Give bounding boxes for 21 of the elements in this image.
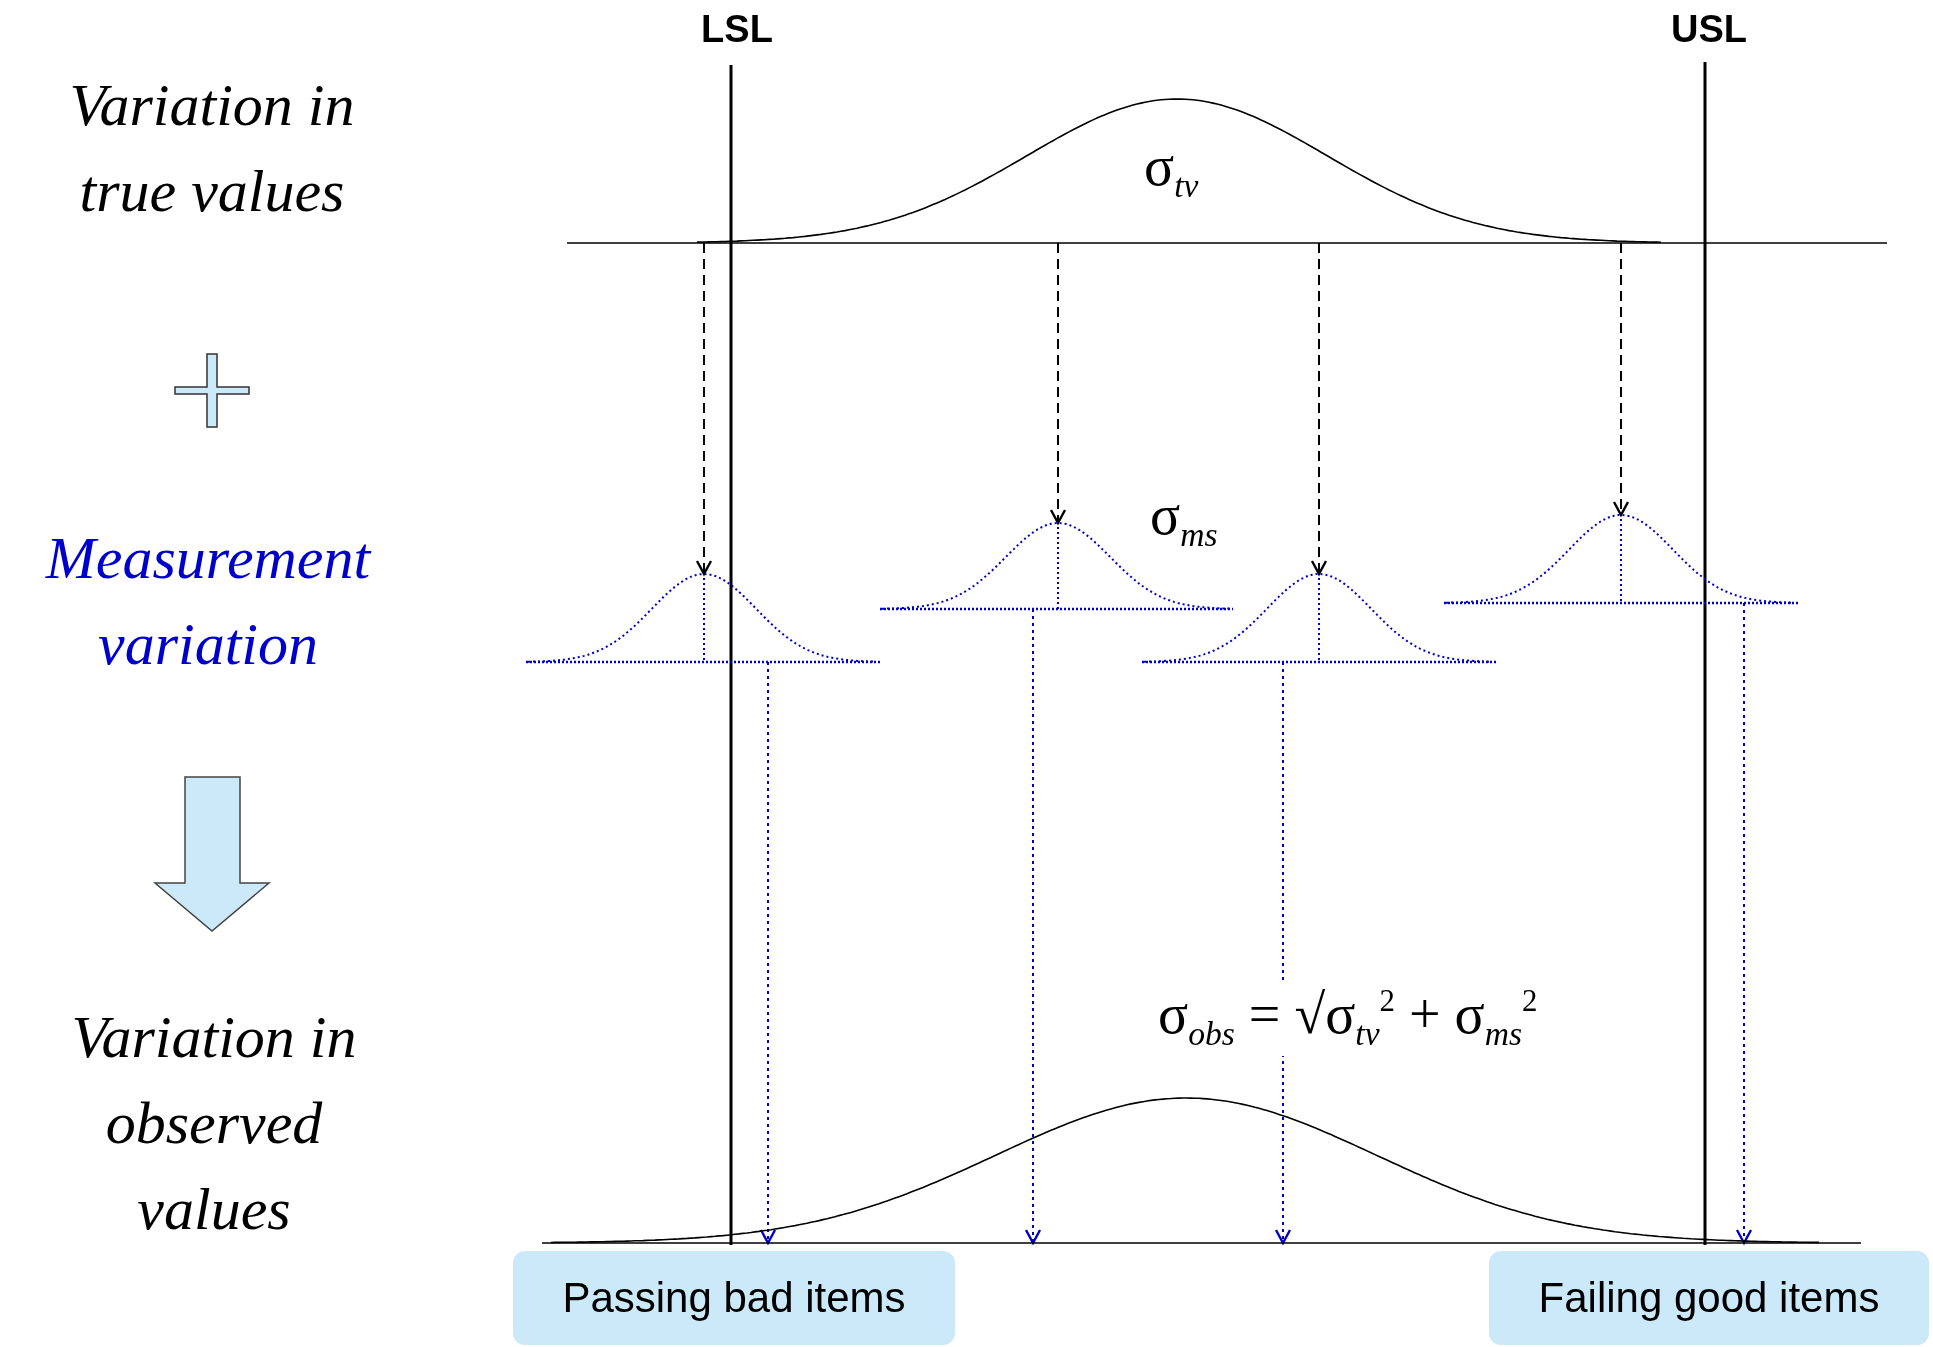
distribution-curve xyxy=(567,96,1887,243)
bell-curve xyxy=(1142,574,1496,662)
bell-curve xyxy=(1444,515,1798,603)
arrow xyxy=(695,242,713,576)
distribution-curve xyxy=(542,1096,1861,1243)
arrow xyxy=(1735,602,1753,1245)
limit-label: USL xyxy=(1671,10,1747,48)
stage-label: Variation in observed values xyxy=(70,1003,358,1244)
arrow xyxy=(1024,608,1042,1245)
result-box: Failing good items xyxy=(1489,1251,1929,1345)
arrow xyxy=(1274,661,1292,1245)
stage-label: Measurement variation xyxy=(44,524,373,679)
arrow xyxy=(759,661,777,1245)
arrow xyxy=(1049,242,1067,525)
stage-label: Variation in true values xyxy=(68,71,356,226)
arrow xyxy=(1612,242,1630,517)
bell-curve xyxy=(526,574,880,662)
result-box: Passing bad items xyxy=(513,1251,955,1345)
arrow xyxy=(1310,242,1328,576)
limit-label: LSL xyxy=(701,10,773,48)
sigma-label: σ$_{tv}$ xyxy=(1144,138,1199,203)
